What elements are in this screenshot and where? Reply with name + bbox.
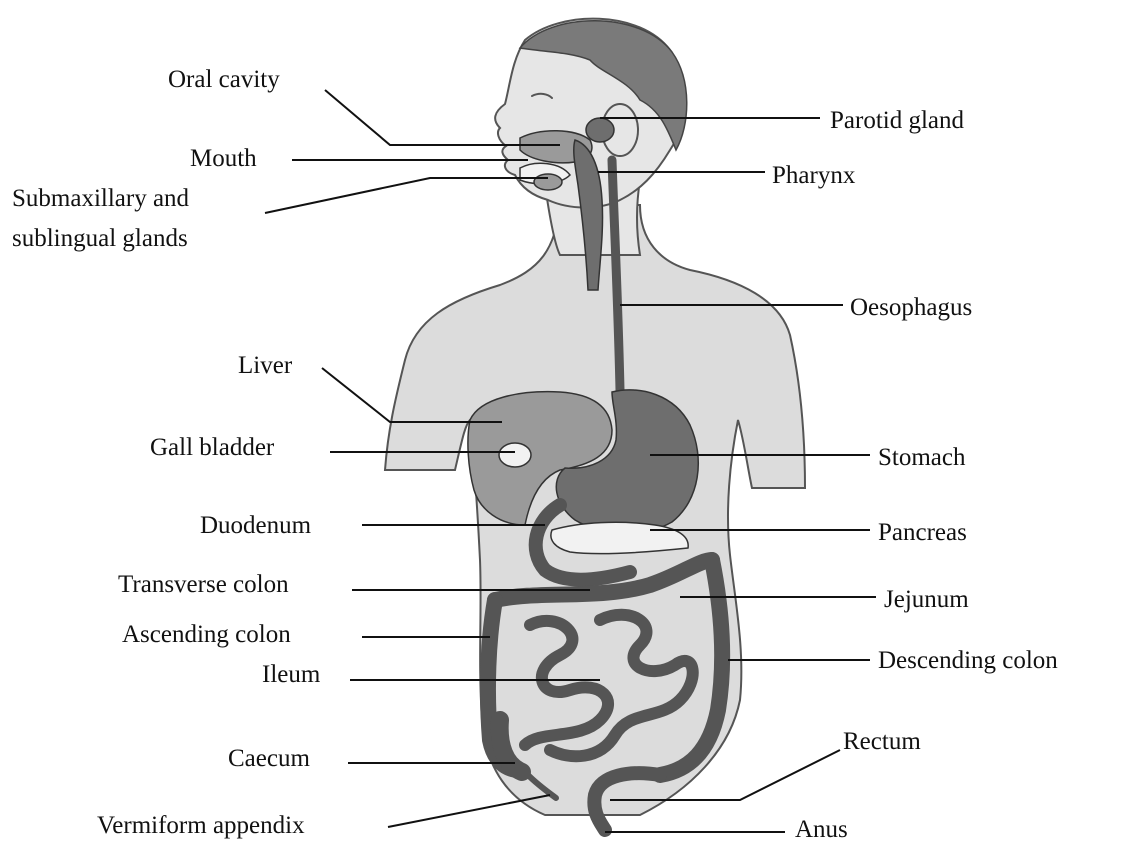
label-rectum: Rectum [843, 728, 921, 755]
label-oral-cavity: Oral cavity [168, 66, 280, 93]
leader-appendix [388, 795, 550, 827]
gall-bladder-shape [499, 443, 531, 467]
label-descending-colon: Descending colon [878, 647, 1058, 674]
label-submaxillary-line1: Submaxillary and [12, 185, 190, 212]
label-pharynx: Pharynx [772, 162, 856, 189]
parotid-gland-shape [586, 118, 614, 142]
label-ascending-colon: Ascending colon [122, 621, 291, 648]
label-submaxillary-line2: sublingual glands [12, 225, 188, 252]
leader-submaxillary [265, 178, 548, 213]
label-vermiform-appendix: Vermiform appendix [97, 812, 305, 839]
label-parotid-gland: Parotid gland [830, 107, 965, 134]
label-stomach: Stomach [878, 444, 966, 471]
label-jejunum: Jejunum [884, 586, 969, 613]
label-pancreas: Pancreas [878, 519, 967, 546]
label-transverse-colon: Transverse colon [118, 571, 289, 598]
label-ileum: Ileum [262, 661, 321, 688]
label-duodenum: Duodenum [200, 512, 312, 539]
label-oesophagus: Oesophagus [850, 294, 972, 321]
label-caecum: Caecum [228, 745, 310, 772]
submaxillary-gland-shape [534, 174, 562, 190]
label-mouth: Mouth [190, 145, 257, 172]
label-liver: Liver [238, 352, 293, 379]
pancreas-shape [551, 522, 688, 553]
label-gall-bladder: Gall bladder [150, 434, 275, 461]
label-anus: Anus [795, 816, 848, 841]
